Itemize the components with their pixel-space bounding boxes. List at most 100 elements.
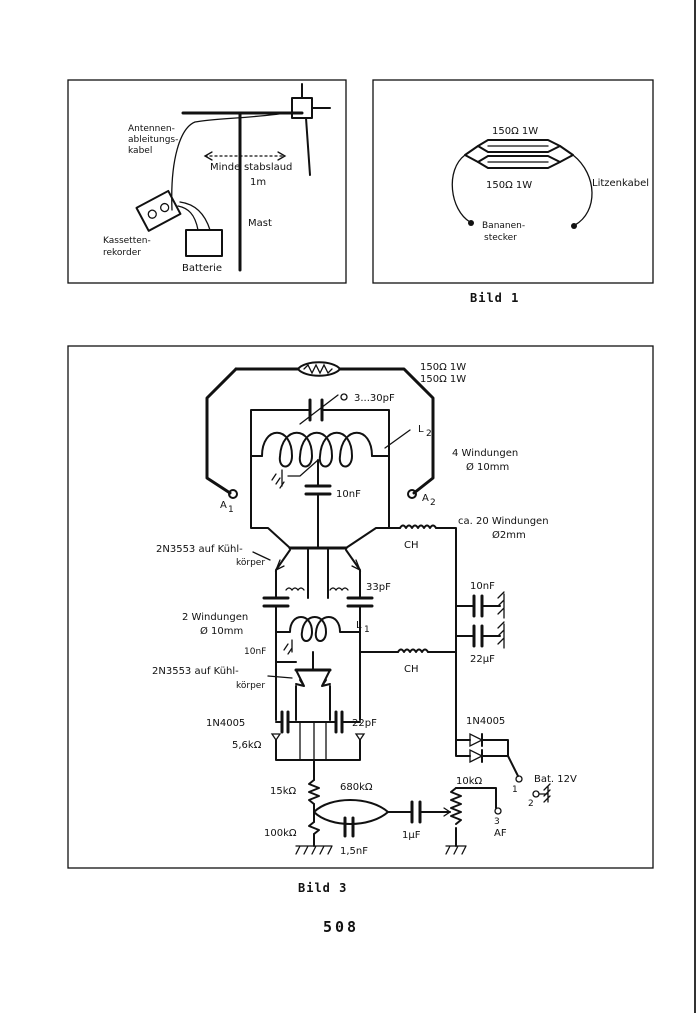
coil-l1-label: L [356, 620, 362, 631]
ground-symbol-l2 [271, 469, 285, 489]
terminal-1-label: 1 [512, 785, 518, 795]
rod-length-arrow-right [277, 151, 287, 161]
ground-symbol-10nf [497, 591, 505, 619]
a1-sub: 1 [228, 505, 234, 515]
transistor-top-left-arrow [274, 559, 285, 572]
transistor-bottom-right [321, 669, 331, 687]
figure1-left-frame [67, 79, 347, 284]
base-choke-left [285, 587, 305, 592]
ground-symbol-22uf [497, 621, 505, 649]
cap-22pf-label: 22pF [352, 718, 377, 729]
antenna-cable-label-3: kabel [128, 146, 152, 156]
coil-l2-sub: 2 [426, 429, 432, 439]
terminal-3-label: 3 [494, 817, 500, 827]
antenna-cable [171, 111, 293, 211]
terminal-2 [532, 790, 540, 798]
ch-bottom-label: CH [404, 664, 419, 675]
choke-mid-coil [397, 648, 429, 653]
diode-output-wire [481, 739, 519, 777]
cap-10nf-right-label: 10nF [470, 581, 495, 592]
figure3-frame [67, 345, 654, 869]
ground-symbol-divider [295, 845, 333, 855]
figure1-left-panel: Antennen- ableitungs- kabel Minde stabsl… [67, 79, 347, 284]
battery-box [185, 229, 223, 257]
transistor-top-label-1: 2N3553 auf Kühl- [156, 544, 243, 555]
banana-plug-left [468, 220, 474, 226]
page-edge-line [694, 0, 696, 1013]
base-choke-right [329, 587, 349, 592]
diode-lower-lead [455, 739, 471, 757]
pot-10k [450, 787, 462, 825]
coil-l2-label: L [418, 424, 424, 435]
parallel-resistors [297, 361, 341, 377]
plug-label-1: Bananen- [482, 221, 525, 231]
diode-left-label: 1N4005 [206, 718, 245, 729]
ch-top-label: CH [404, 540, 419, 551]
coil-l2 [261, 431, 373, 468]
resistor-bottom-label: 150Ω 1W [486, 180, 532, 191]
cap-1n5-label: 1,5nF [340, 846, 368, 857]
cap-1uf-label: 1μF [402, 830, 421, 841]
trimmer-arrow [299, 394, 339, 425]
recorder-reel-left [147, 209, 157, 219]
a2-sub: 2 [430, 498, 436, 508]
choke-top-supply-wire [435, 527, 457, 741]
pot-top-lead [455, 787, 497, 809]
figure1-right-panel: 150Ω 1W 150Ω 1W Litzenkabel Bananen- ste… [372, 79, 654, 284]
caption-figure1: Bild 1 [470, 291, 520, 305]
tank-right-wire [321, 409, 390, 495]
litz-cable-left [451, 154, 471, 223]
rod-length-arrow-left [203, 151, 213, 161]
resistor-15k [308, 779, 320, 805]
coil-tap-ground-wire [287, 459, 319, 477]
battery-voltage-label: Bat. 12V [534, 774, 577, 785]
a1-label: A [220, 500, 227, 511]
transistor-bottom-label-2: körper [236, 681, 265, 691]
stabslaud-label: stabslaud [244, 162, 292, 173]
figure3-labels: 150Ω 1W 150Ω 1W 3...30pF L 2 4 Windungen… [152, 362, 577, 857]
choke-diameter-label: Ø2mm [492, 529, 526, 541]
a2-label: A [422, 493, 429, 504]
ground-symbol-battery [538, 783, 551, 803]
terminal-2-label: 2 [528, 799, 534, 809]
recorder-body [135, 189, 182, 232]
collector-left-wire [250, 493, 291, 549]
pointer-transistor-top [252, 551, 271, 561]
recorder-label-1: Kassetten- [103, 236, 151, 246]
terminal-1 [515, 775, 523, 783]
ground-symbol-l1 [283, 639, 293, 655]
pot-10k-label: 10kΩ [456, 776, 483, 787]
transistor-top-right-arrow [351, 559, 362, 572]
antenna-cable-label-1: Antennen- [128, 124, 175, 134]
trimmer-label: 3...30pF [354, 393, 395, 404]
choke-top-coil [399, 524, 437, 529]
page-number: 508 [323, 918, 360, 936]
pointer-transistor-bottom [267, 675, 293, 679]
resistor-zigzag [303, 363, 333, 375]
cap-10nf-small-label: 10nF [244, 647, 266, 657]
transistor-bottom-label-1: 2N3553 auf Kühl- [152, 666, 239, 677]
transistor-bottom-left [295, 669, 305, 687]
terminal-a1 [228, 489, 238, 499]
min-rod-label: Minde [210, 162, 240, 173]
recorder-reel-right [160, 202, 170, 213]
resistors-label-1: 150Ω 1W [420, 362, 466, 373]
resistor-680k-label: 680kΩ [340, 782, 373, 793]
figure1-right-frame [372, 79, 654, 284]
terminal-a2 [407, 489, 417, 499]
resistor-join-left [464, 145, 479, 163]
bias-bottom-rail [275, 739, 361, 761]
terminal-3 [494, 807, 502, 815]
battery-wire-b [179, 201, 211, 231]
caption-figure3: Bild 3 [298, 881, 348, 895]
bias-diodes [270, 733, 366, 742]
collector-right-wire [345, 493, 390, 549]
loop-right-wire [338, 367, 435, 495]
coil-l1-diameter: Ø 10mm [200, 625, 243, 637]
transistor-top-label-2: körper [236, 558, 265, 568]
resistor-15k-label: 15kΩ [270, 786, 297, 797]
coil-l2-diameter: Ø 10mm [466, 461, 509, 473]
resistor-top-label: 150Ω 1W [492, 126, 538, 137]
transistor-top-left [275, 549, 291, 599]
